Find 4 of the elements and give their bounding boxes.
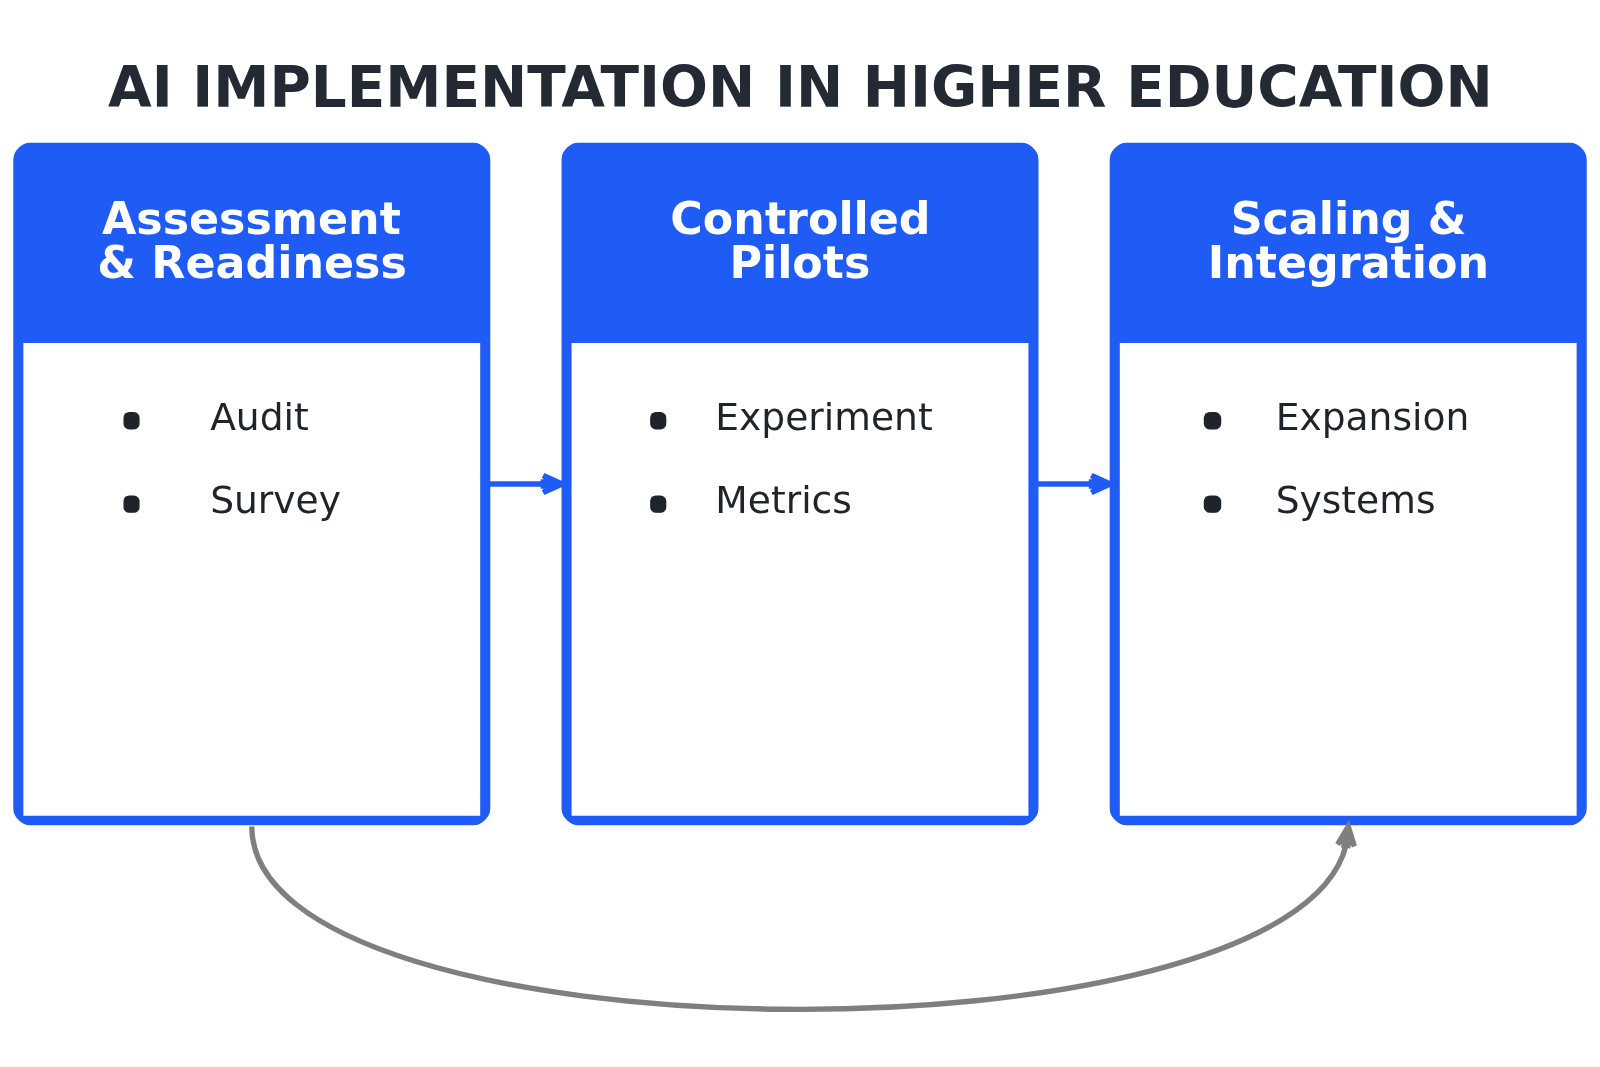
arrow xyxy=(489,472,565,496)
arrow xyxy=(1037,472,1113,496)
arrow xyxy=(249,823,1358,1012)
diagram-title: AI IMPLEMENTATION IN HIGHER EDUCATION xyxy=(108,54,1493,120)
